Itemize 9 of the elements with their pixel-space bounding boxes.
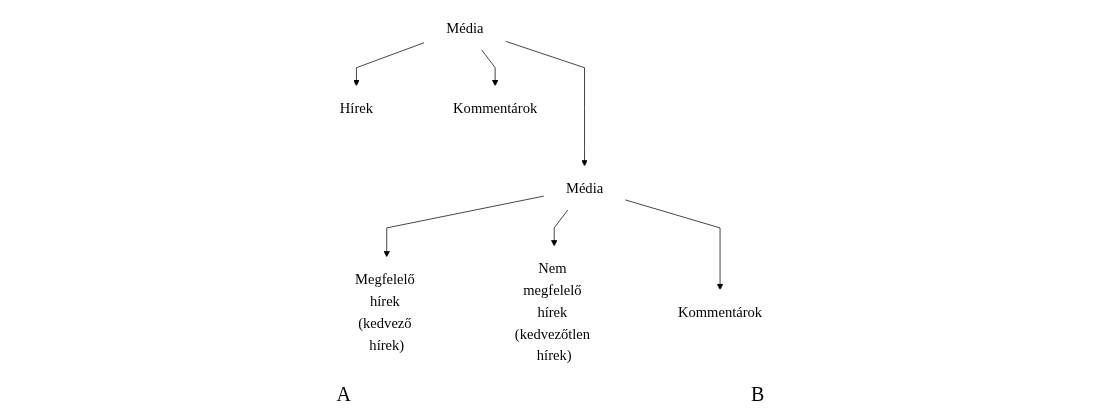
node-text: Megfelelő hírek (kedvező hírek)	[354, 270, 415, 353]
panel-label: B	[751, 383, 765, 406]
node-text: Kommentárok	[452, 99, 537, 116]
node-text: Kommentárok	[677, 303, 762, 320]
node-text: Hírek	[339, 99, 373, 116]
node-text: Nem megfelelő hírek (kedvezőtlen hírek)	[514, 259, 590, 364]
node-text: Média	[445, 19, 483, 36]
node-text: Média	[565, 179, 603, 196]
panel-label: A	[336, 383, 352, 406]
